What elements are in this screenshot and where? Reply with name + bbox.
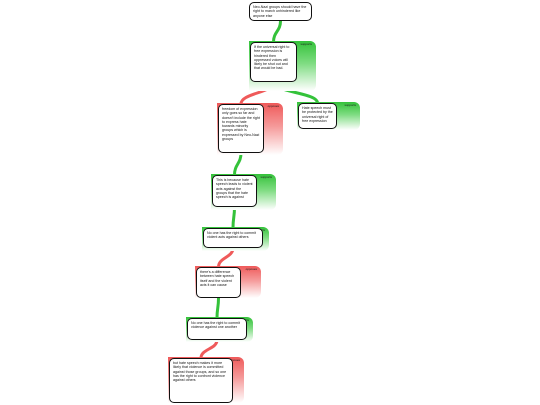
connector-n3-n4 bbox=[233, 151, 243, 177]
support-label: supports bbox=[344, 103, 356, 107]
oppose-node-speech-vs-acts[interactable]: there's a difference between hate speech… bbox=[196, 267, 241, 298]
support-label: supports bbox=[300, 42, 312, 46]
connector-n6-n7 bbox=[215, 296, 220, 320]
support-node-no-right-to-violence-2[interactable]: No one has the right to commit violence … bbox=[187, 318, 247, 340]
support-node-no-right-to-violence[interactable]: No one has the right to commit violent a… bbox=[203, 228, 263, 248]
connector-n0-n1 bbox=[272, 19, 282, 44]
support-node-leads-to-violence[interactable]: This is because hate speech leads to vio… bbox=[212, 175, 257, 207]
connector-n4-n5 bbox=[231, 205, 236, 230]
root-claim-node[interactable]: Neo-Nazi groups should have the right to… bbox=[249, 2, 312, 21]
support-node-hate-speech-protected[interactable]: Hate speech must be protected by the uni… bbox=[298, 103, 337, 129]
support-node-universal-right[interactable]: If the universal right to free expressio… bbox=[250, 42, 297, 82]
support-label: supports bbox=[260, 175, 272, 179]
oppose-label: opposes bbox=[228, 358, 240, 362]
connector-n7-n8 bbox=[199, 338, 219, 360]
oppose-label: opposes bbox=[245, 267, 257, 271]
oppose-label: opposes bbox=[267, 104, 279, 108]
oppose-node-violence-more-likely[interactable]: but hate speech makes it more likely tha… bbox=[169, 358, 233, 403]
oppose-node-freedom-limits[interactable]: freedom of expression only goes so far a… bbox=[218, 104, 264, 153]
